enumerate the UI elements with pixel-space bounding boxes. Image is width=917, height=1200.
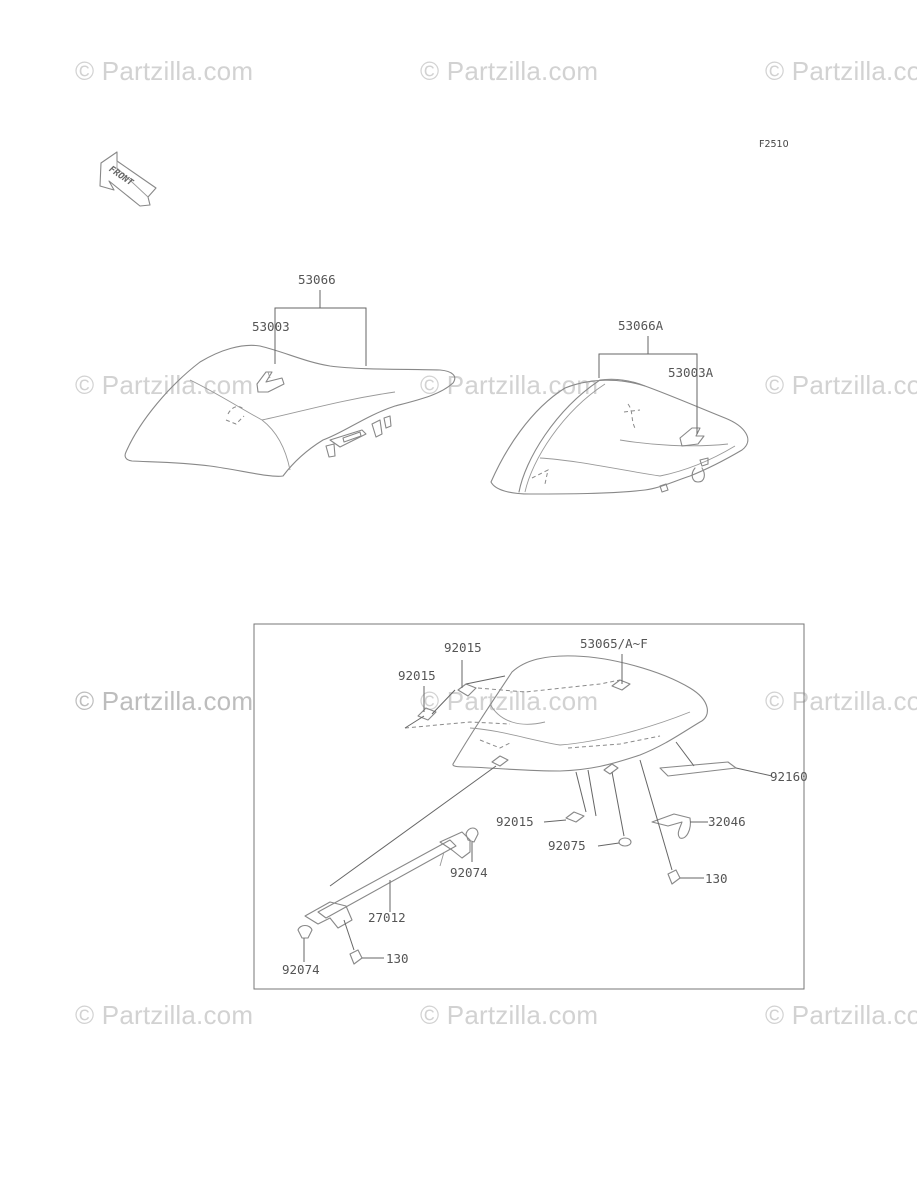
pillion-seat-cover [490, 378, 749, 495]
label-92015: 92015 [496, 814, 534, 829]
nut-92015 [565, 811, 585, 823]
pad-92160 [659, 761, 737, 777]
diagram-code: F2510 [759, 139, 789, 150]
label-92015: 92015 [398, 668, 436, 683]
rider-seat [124, 344, 456, 477]
watermark: © Partzilla.com [420, 370, 599, 400]
watermark: © Partzilla.com [75, 1000, 254, 1030]
label-130: 130 [386, 951, 409, 966]
nut-92015 [417, 707, 437, 721]
grommet-92074 [465, 827, 479, 843]
watermark: © Partzilla.com [765, 686, 917, 716]
assembly-frame [253, 623, 805, 990]
label-27012: 27012 [368, 910, 406, 925]
label-92075: 92075 [548, 838, 586, 853]
label-92074: 92074 [282, 962, 320, 977]
label-92074: 92074 [450, 865, 488, 880]
watermark: © Partzilla.com [420, 1000, 599, 1030]
label-53065: 53065/A~F [580, 636, 648, 651]
seat-cowl [404, 655, 708, 775]
label-53003: 53003 [252, 319, 290, 334]
label-53066: 53066 [298, 272, 336, 287]
leader-53066 [274, 290, 367, 366]
watermark: © Partzilla.com [75, 686, 254, 716]
label-32046: 32046 [708, 814, 746, 829]
watermark: © Partzilla.com [765, 1000, 917, 1030]
front-label: FRONT [106, 165, 136, 188]
label-92015: 92015 [444, 640, 482, 655]
watermark: © Partzilla.com [75, 56, 254, 86]
leader-53066A [598, 336, 698, 434]
watermark: © Partzilla.com [420, 56, 599, 86]
screw-130 [349, 949, 363, 965]
label-130: 130 [705, 871, 728, 886]
label-53066A: 53066A [618, 318, 664, 333]
washer-92075 [618, 837, 632, 847]
screw-130 [667, 869, 681, 885]
watermark: © Partzilla.com [765, 370, 917, 400]
label-92160: 92160 [770, 769, 808, 784]
nut-92015 [457, 683, 477, 697]
grommet-92074 [297, 924, 313, 939]
front-arrow-icon: FRONT [99, 151, 157, 207]
bracket-32046 [651, 813, 691, 839]
label-53003A: 53003A [668, 365, 714, 380]
watermark: © Partzilla.com [765, 56, 917, 86]
